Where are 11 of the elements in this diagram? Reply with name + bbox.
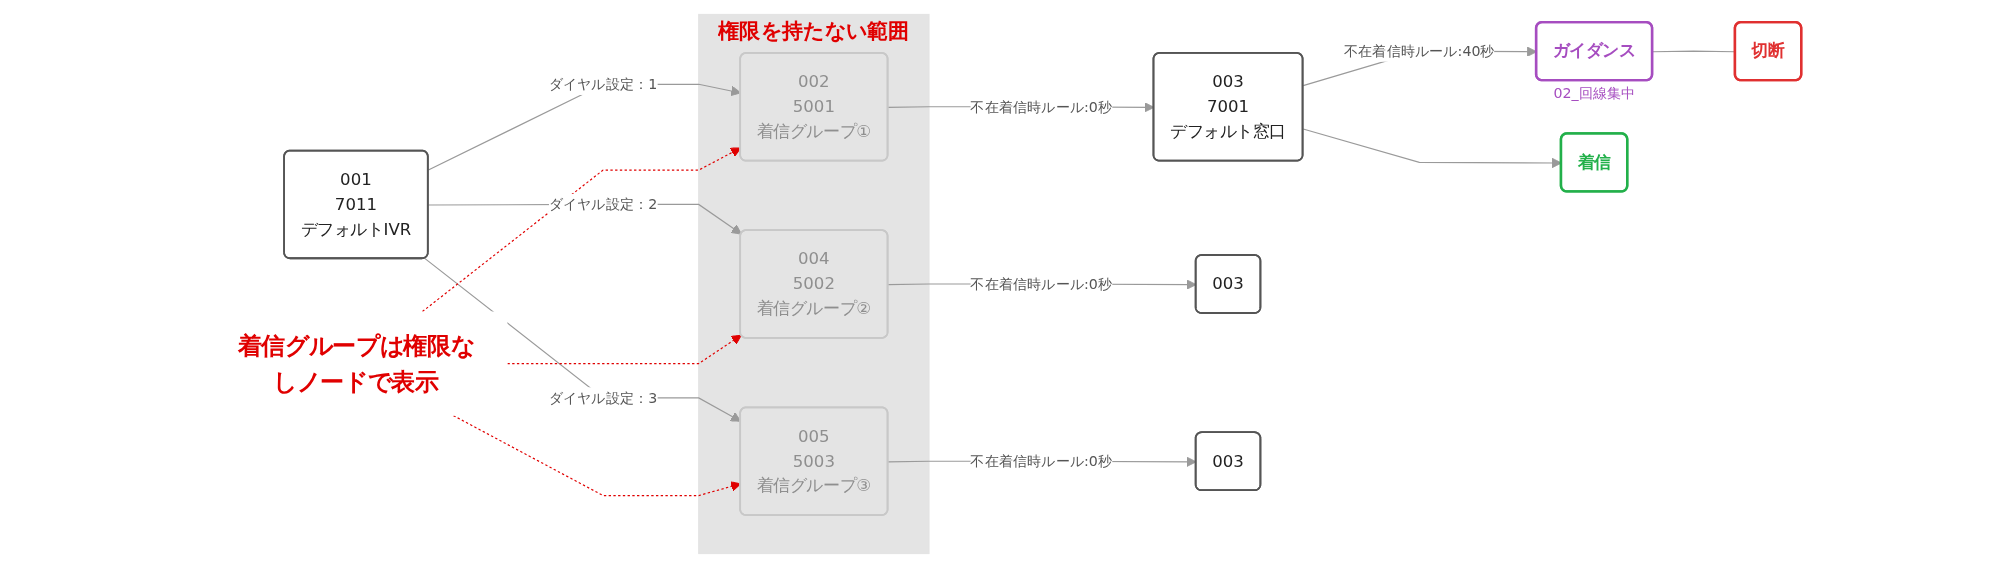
node-text: 着信グループは権限なしノードで表示 [237, 331, 475, 396]
arrow [424, 257, 742, 422]
edge-label: ダイヤル設定：1 [549, 76, 658, 93]
edge-label: 不在着信時ルール:0秒 [970, 275, 1113, 293]
edge-label: 不在着信時ルール:40秒 [1344, 42, 1495, 60]
edge-label: 不在着信時ルール:0秒 [970, 98, 1113, 116]
edge-label: ダイヤル設定：3 [549, 389, 658, 407]
edge-label: ダイヤル設定：2 [549, 196, 658, 213]
node-caption: 02_回線集中 [1553, 84, 1635, 101]
arrow [507, 334, 742, 365]
edge-label: 不在着信時ルール:0秒 [970, 452, 1113, 470]
